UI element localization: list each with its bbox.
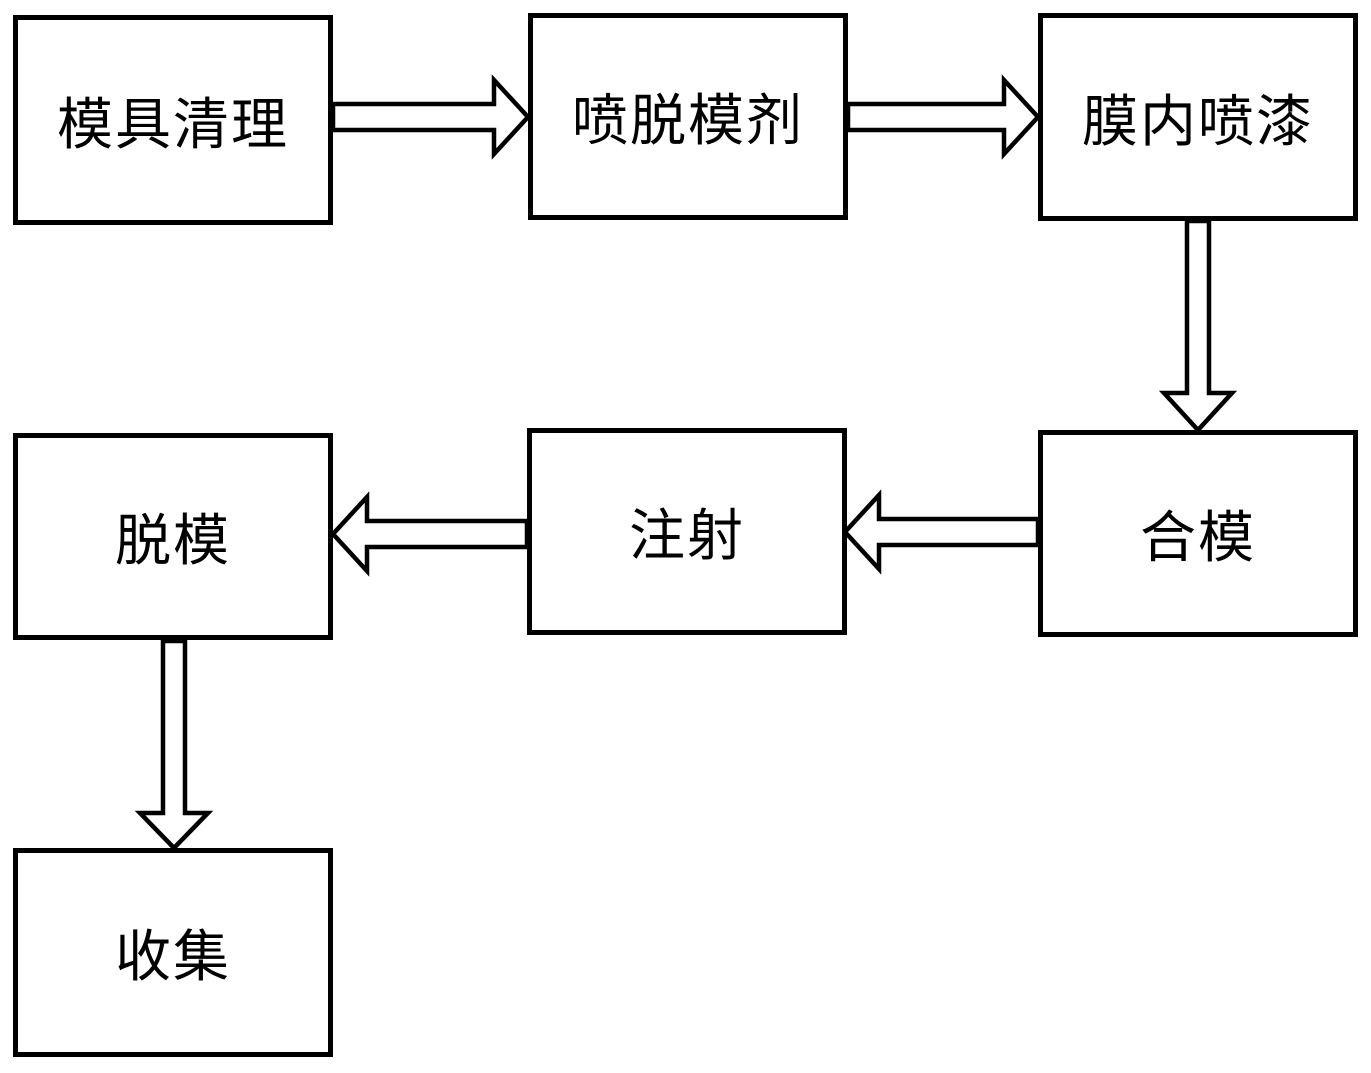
flow-node-injection: 注射: [527, 428, 847, 635]
flow-node-mold-cleaning: 模具清理: [13, 15, 333, 225]
flow-node-label: 注射: [629, 504, 745, 569]
arrow-injection-to-demolding: [329, 491, 530, 577]
arrow-mold-cleaning-to-spray-release-agent: [330, 74, 532, 160]
flow-node-spray-release-agent: 喷脱模剂: [528, 13, 848, 220]
arrow-mold-closing-to-injection: [841, 489, 1041, 575]
arrow-demolding-to-collection: [134, 638, 214, 852]
flow-node-collection: 收集: [13, 848, 333, 1057]
flow-node-label: 模具清理: [57, 92, 289, 158]
flow-node-in-mold-painting: 膜内喷漆: [1038, 13, 1358, 221]
flow-node-label: 收集: [115, 925, 231, 990]
flow-node-mold-closing: 合模: [1038, 430, 1358, 637]
arrow-in-mold-painting-to-mold-closing: [1158, 218, 1238, 434]
flow-node-label: 膜内喷漆: [1082, 89, 1314, 155]
flow-node-label: 合模: [1140, 506, 1256, 571]
arrow-spray-release-agent-to-in-mold-painting: [845, 74, 1042, 160]
flow-node-demolding: 脱模: [13, 433, 333, 640]
flow-node-label: 脱模: [115, 509, 231, 574]
flow-node-label: 喷脱模剂: [572, 89, 804, 154]
